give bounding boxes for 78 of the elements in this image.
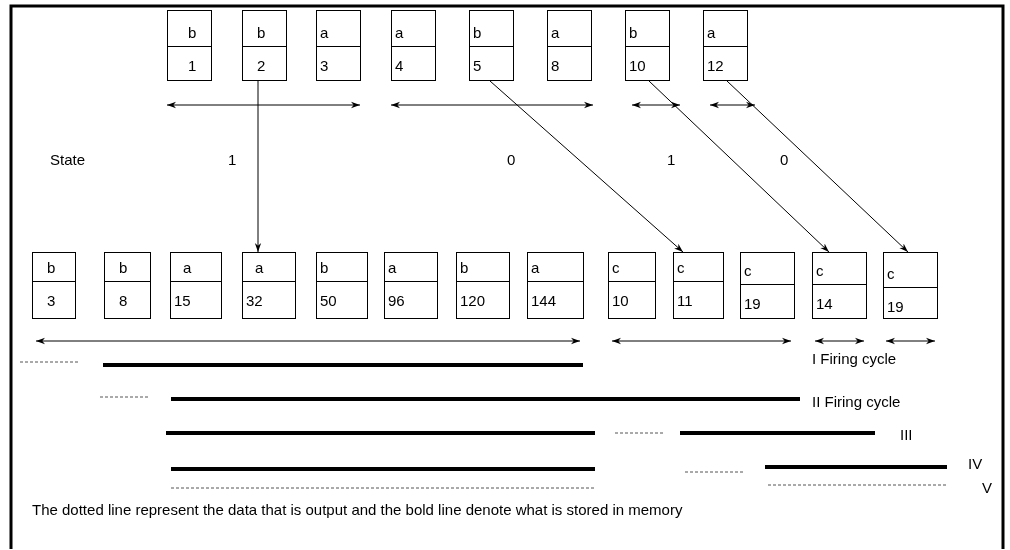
cell-value: 96 bbox=[388, 293, 405, 308]
cell-letter: c bbox=[744, 263, 752, 278]
cell-value: 120 bbox=[460, 293, 486, 308]
cell-letter: b bbox=[119, 260, 128, 275]
cell-letter: a bbox=[255, 260, 264, 275]
cell-value: 2 bbox=[257, 58, 266, 73]
register-cell bbox=[469, 10, 514, 81]
state-label: State bbox=[50, 152, 86, 167]
edge-label: 1 bbox=[226, 152, 239, 167]
cell-letter: b bbox=[47, 260, 56, 275]
register-cell bbox=[242, 10, 287, 81]
cell-letter: c bbox=[612, 260, 620, 275]
cell-value: 5 bbox=[473, 58, 482, 73]
edge-label: 0 bbox=[778, 152, 791, 167]
cell-letter: b bbox=[473, 25, 482, 40]
cell-value: 32 bbox=[246, 293, 263, 308]
register-cell bbox=[527, 252, 584, 319]
register-cell bbox=[625, 10, 670, 81]
cycle-label: I Firing cycle bbox=[812, 351, 897, 366]
register-cell bbox=[673, 252, 724, 319]
cell-letter: b bbox=[257, 25, 266, 40]
register-cell bbox=[167, 10, 212, 81]
cell-value: 3 bbox=[47, 293, 56, 308]
cell-value: 19 bbox=[744, 296, 761, 311]
cell-value: 10 bbox=[629, 58, 646, 73]
cycle-label: V bbox=[982, 480, 992, 495]
register-cell bbox=[812, 252, 867, 319]
cell-letter: b bbox=[629, 25, 638, 40]
cell-letter: a bbox=[531, 260, 540, 275]
cell-value: 50 bbox=[320, 293, 337, 308]
cell-letter: b bbox=[460, 260, 469, 275]
cell-value: 8 bbox=[119, 293, 128, 308]
cell-letter: c bbox=[887, 266, 895, 281]
cell-value: 12 bbox=[707, 58, 724, 73]
arrow bbox=[254, 80, 262, 253]
register-cell bbox=[703, 10, 748, 81]
cell-value: 3 bbox=[320, 58, 329, 73]
cell-value: 1 bbox=[188, 58, 197, 73]
cell-letter: a bbox=[395, 25, 404, 40]
cell-letter: a bbox=[388, 260, 397, 275]
arrow bbox=[726, 80, 909, 253]
register-cell bbox=[740, 252, 795, 319]
register-cell bbox=[391, 10, 436, 81]
cell-value: 144 bbox=[531, 293, 557, 308]
register-cell bbox=[547, 10, 592, 81]
register-cell bbox=[170, 252, 222, 319]
cycle-label: III bbox=[900, 427, 913, 442]
cell-value: 19 bbox=[887, 299, 904, 314]
cell-letter: b bbox=[188, 25, 197, 40]
register-cell bbox=[883, 252, 938, 319]
register-cell bbox=[104, 252, 151, 319]
cell-letter: a bbox=[551, 25, 560, 40]
cell-letter: c bbox=[816, 263, 824, 278]
register-cell bbox=[316, 252, 368, 319]
cell-value: 11 bbox=[677, 293, 693, 308]
cell-value: 8 bbox=[551, 58, 560, 73]
cell-value: 4 bbox=[395, 58, 404, 73]
arrow bbox=[489, 80, 684, 253]
cycle-label: II Firing cycle bbox=[812, 394, 901, 409]
register-cell bbox=[384, 252, 438, 319]
register-cell bbox=[456, 252, 510, 319]
register-cell bbox=[242, 252, 296, 319]
register-cell bbox=[316, 10, 361, 81]
cell-letter: a bbox=[183, 260, 192, 275]
cell-letter: a bbox=[320, 25, 329, 40]
cell-letter: a bbox=[707, 25, 716, 40]
cell-letter: c bbox=[677, 260, 685, 275]
cell-value: 14 bbox=[816, 296, 833, 311]
edge-label: 1 bbox=[665, 152, 678, 167]
cell-value: 10 bbox=[612, 293, 629, 308]
cycle-label: IV bbox=[968, 456, 983, 471]
caption: The dotted line represent the data that is output and the bold line denote what is stored in memory bbox=[32, 501, 684, 519]
register-cell bbox=[608, 252, 656, 319]
arrow bbox=[648, 80, 830, 253]
edge-label: 0 bbox=[505, 152, 518, 167]
cell-letter: b bbox=[320, 260, 329, 275]
register-cell bbox=[32, 252, 76, 319]
cell-value: 15 bbox=[174, 293, 191, 308]
